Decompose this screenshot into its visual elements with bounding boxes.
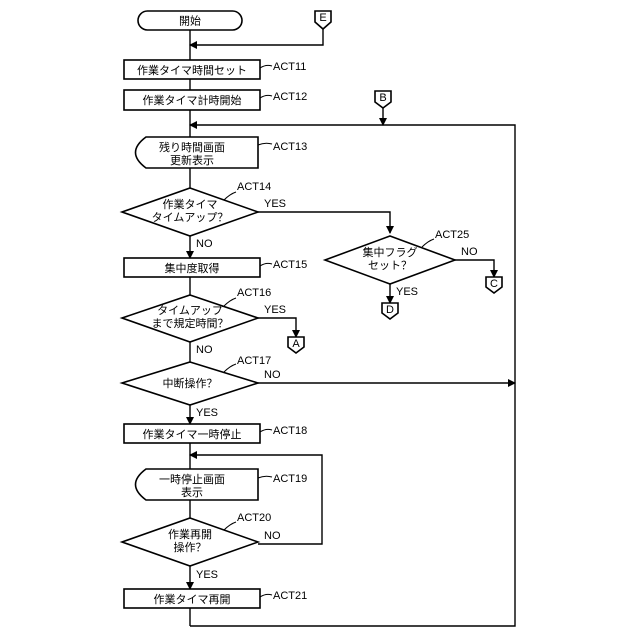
act18-text: 作業タイマ一時停止 — [143, 427, 242, 441]
connector-e-label: E — [319, 12, 326, 24]
act13-display: 残り時間画面 更新表示 — [136, 137, 259, 168]
act17-text: 中断操作？ — [163, 376, 218, 390]
act25-text-line2: セット？ — [368, 259, 412, 272]
act19-text-line1: 一時停止画面 — [159, 472, 225, 486]
act20-label: ACT20 — [237, 512, 271, 524]
act20-text-line1: 作業再開 — [168, 528, 212, 541]
act14-text-line1: 作業タイマ — [163, 198, 218, 211]
act18-label: ACT18 — [273, 425, 307, 437]
act12-tag: ACT12 — [260, 91, 307, 103]
act18-tag: ACT18 — [260, 425, 307, 437]
act14-text-line2: タイムアップ？ — [152, 211, 229, 224]
act25-no-label: NO — [461, 246, 478, 258]
act25-decision: 集中フラグ セット？ — [325, 236, 455, 284]
act20-text-line2: 操作？ — [174, 540, 207, 554]
act20-decision: 作業再開 操作？ — [122, 518, 258, 566]
act17-no-label: NO — [264, 369, 281, 381]
connector-e: E — [315, 11, 331, 29]
flow-act14-yes — [258, 212, 390, 233]
act19-tag: ACT19 — [258, 473, 307, 485]
connector-a: A — [288, 337, 304, 353]
act19-text-line2: 表示 — [181, 485, 203, 499]
act16-text-line2: まで規定時間？ — [152, 316, 229, 330]
act20-tag: ACT20 — [224, 512, 271, 530]
act13-label: ACT13 — [273, 141, 307, 153]
act16-text-line1: タイムアップ — [157, 304, 223, 317]
flow-loop-return — [190, 125, 515, 626]
connector-b-label: B — [379, 92, 386, 104]
act21-text: 作業タイマ再開 — [154, 593, 231, 606]
act20-no-label: NO — [264, 530, 281, 542]
act12-text: 作業タイマ計時開始 — [143, 93, 242, 107]
act21-label: ACT21 — [273, 590, 307, 602]
act18-process: 作業タイマ一時停止 — [124, 424, 260, 443]
act12-process: 作業タイマ計時開始 — [124, 90, 260, 110]
act15-tag: ACT15 — [260, 259, 307, 271]
act25-tag: ACT25 — [422, 229, 469, 247]
connector-c-label: C — [490, 278, 498, 290]
act21-tag: ACT21 — [260, 590, 307, 602]
start-terminal: 開始 — [138, 11, 242, 30]
act19-label: ACT19 — [273, 473, 307, 485]
act25-yes-label: YES — [396, 286, 418, 298]
connector-d: D — [382, 303, 398, 319]
flow-act25-no — [455, 260, 494, 277]
act11-label: ACT11 — [273, 61, 306, 73]
act13-text-line2: 更新表示 — [170, 153, 214, 167]
act13-text-line1: 残り時間画面 — [159, 140, 225, 154]
act15-process: 集中度取得 — [124, 258, 260, 277]
act21-process: 作業タイマ再開 — [124, 589, 260, 608]
act14-yes-label: YES — [264, 198, 286, 210]
act11-process: 作業タイマ時間セット — [124, 60, 260, 79]
act16-decision: タイムアップ まで規定時間？ — [122, 295, 258, 342]
act14-label: ACT14 — [237, 181, 271, 193]
act25-label: ACT25 — [435, 229, 469, 241]
act11-tag: ACT11 — [260, 61, 306, 73]
act16-label: ACT16 — [237, 287, 271, 299]
act25-text-line1: 集中フラグ — [363, 245, 418, 259]
act16-no-label: NO — [196, 344, 213, 356]
act14-no-label: NO — [196, 238, 213, 250]
act17-yes-label: YES — [196, 407, 218, 419]
connector-a-label: A — [292, 338, 300, 350]
act15-label: ACT15 — [273, 259, 307, 271]
connector-b: B — [375, 91, 391, 108]
act13-tag: ACT13 — [258, 141, 307, 153]
flow-act16-yes — [258, 318, 296, 337]
act11-text: 作業タイマ時間セット — [137, 64, 247, 77]
act16-yes-label: YES — [264, 304, 286, 316]
connector-d-label: D — [386, 304, 394, 316]
act15-text: 集中度取得 — [165, 261, 220, 275]
act20-yes-label: YES — [196, 569, 218, 581]
act19-display: 一時停止画面 表示 — [136, 469, 259, 500]
act17-label: ACT17 — [237, 355, 271, 367]
act12-label: ACT12 — [273, 91, 307, 103]
act14-decision: 作業タイマ タイムアップ？ — [122, 188, 258, 236]
act17-decision: 中断操作？ — [122, 362, 258, 405]
connector-c: C — [486, 277, 502, 293]
start-label: 開始 — [179, 14, 201, 28]
